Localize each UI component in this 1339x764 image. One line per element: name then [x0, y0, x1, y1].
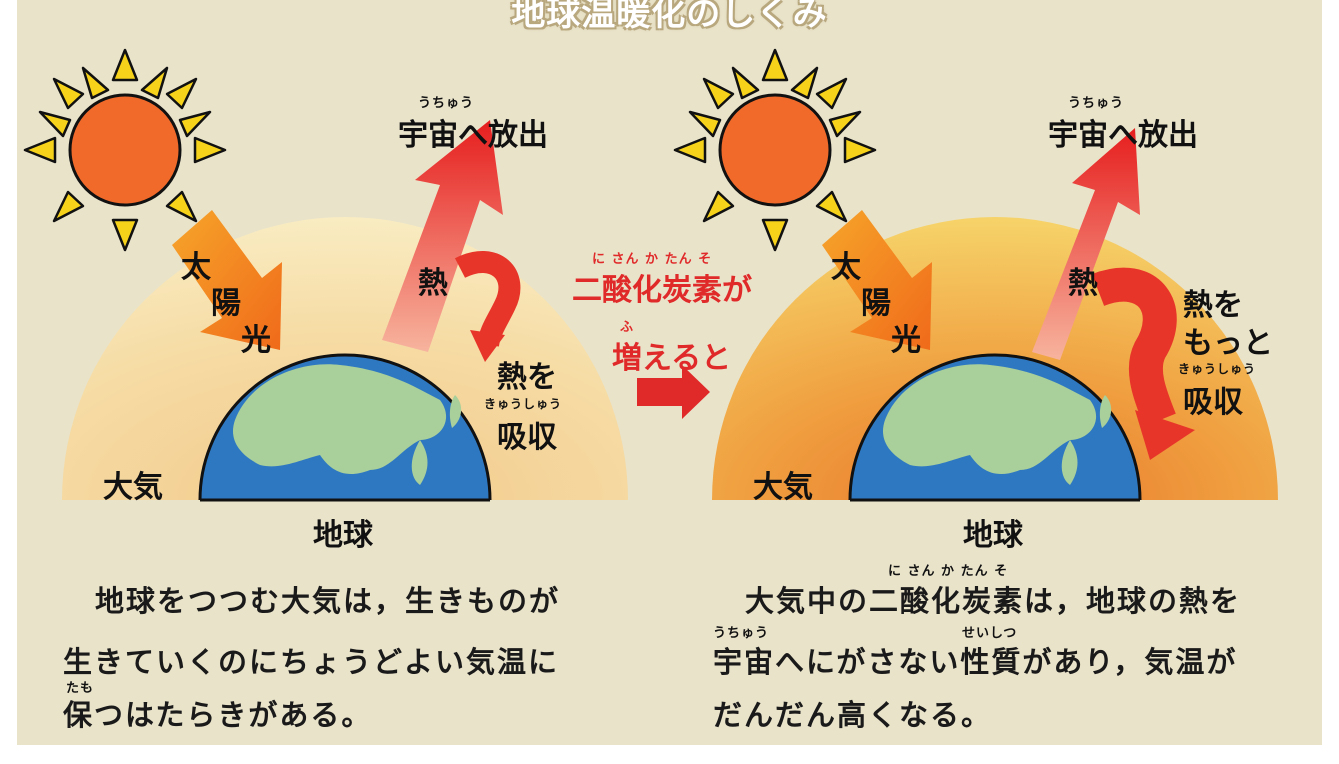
page-title: 地球温暖化のしくみ	[511, 0, 828, 34]
absorb-line3-right: 吸収	[1183, 385, 1243, 420]
absorb-line2-right: もっと	[1183, 326, 1273, 361]
heat-absorb-arrow-right	[1091, 267, 1177, 427]
paragraph-left-ruby: たも	[66, 681, 95, 696]
sun-left	[23, 48, 227, 252]
earth-right	[848, 353, 1142, 502]
absorb-line1-left: 熱を	[497, 360, 557, 395]
absorb-ruby-left: きゅうしゅう	[484, 397, 563, 411]
transition-arrow	[637, 365, 710, 419]
space-ruby-right: うちゅう	[1068, 96, 1125, 111]
heat-escape-arrow-right	[1032, 128, 1140, 360]
sunlight-char1-left: 太	[181, 250, 211, 285]
paragraph-right-ruby3: せいしつ	[962, 626, 1018, 641]
atmosphere-label-right: 大気	[753, 470, 813, 505]
increase-ruby: ふ	[620, 320, 635, 335]
earth-label-right: 地球	[963, 518, 1023, 553]
co2-label: 二酸化炭素が	[572, 273, 752, 308]
paragraph-left-line2: 生きていくのにちょうどよい気温に	[63, 645, 560, 679]
absorb-ruby-right: きゅうしゅう	[1178, 362, 1257, 376]
paragraph-right-ruby1: に さん か たん そ	[888, 564, 1009, 579]
sunlight-char3-left: 光	[241, 323, 271, 358]
sunlight-char1-right: 太	[831, 250, 861, 285]
heat-absorb-arrow-left	[454, 251, 521, 347]
sunlight-arrow-right	[822, 210, 932, 350]
earth-label-left: 地球	[313, 518, 373, 553]
sun-right	[673, 48, 877, 252]
earth-left	[198, 353, 492, 502]
heat-label-left: 熱	[418, 266, 448, 301]
sunlight-char2-right: 陽	[861, 286, 891, 321]
absorb-line1-right: 熱を	[1183, 288, 1243, 323]
paragraph-right-ruby2: うちゅう	[713, 626, 770, 641]
paragraph-left-line1: 地球をつつむ大気は，生きものが	[95, 584, 561, 618]
paragraph-right-line3: だんだん高くなる。	[713, 698, 993, 732]
heat-escape-arrow-left	[382, 120, 503, 352]
increase-label: 増えると	[612, 341, 732, 376]
paragraph-right-line2: 宇宙へにがさない性質があり，気温が	[713, 645, 1238, 679]
co2-ruby: に さん か たん そ	[592, 252, 713, 267]
sunlight-char3-right: 光	[891, 323, 921, 358]
paragraph-left-line3: 保つはたらきがある。	[63, 698, 373, 732]
absorb-line2-left: 吸収	[497, 420, 557, 455]
space-ruby-left: うちゅう	[418, 96, 475, 111]
atmosphere-label-left: 大気	[103, 470, 163, 505]
paragraph-right-line1: 大気中の二酸化炭素は，地球の熱を	[745, 584, 1242, 618]
sunlight-arrow-left	[172, 210, 282, 350]
space-release-label-right: 宇宙へ放出	[1048, 118, 1198, 153]
heat-label-right: 熱	[1068, 266, 1098, 301]
space-release-label-left: 宇宙へ放出	[398, 118, 548, 153]
sunlight-char2-left: 陽	[211, 286, 241, 321]
